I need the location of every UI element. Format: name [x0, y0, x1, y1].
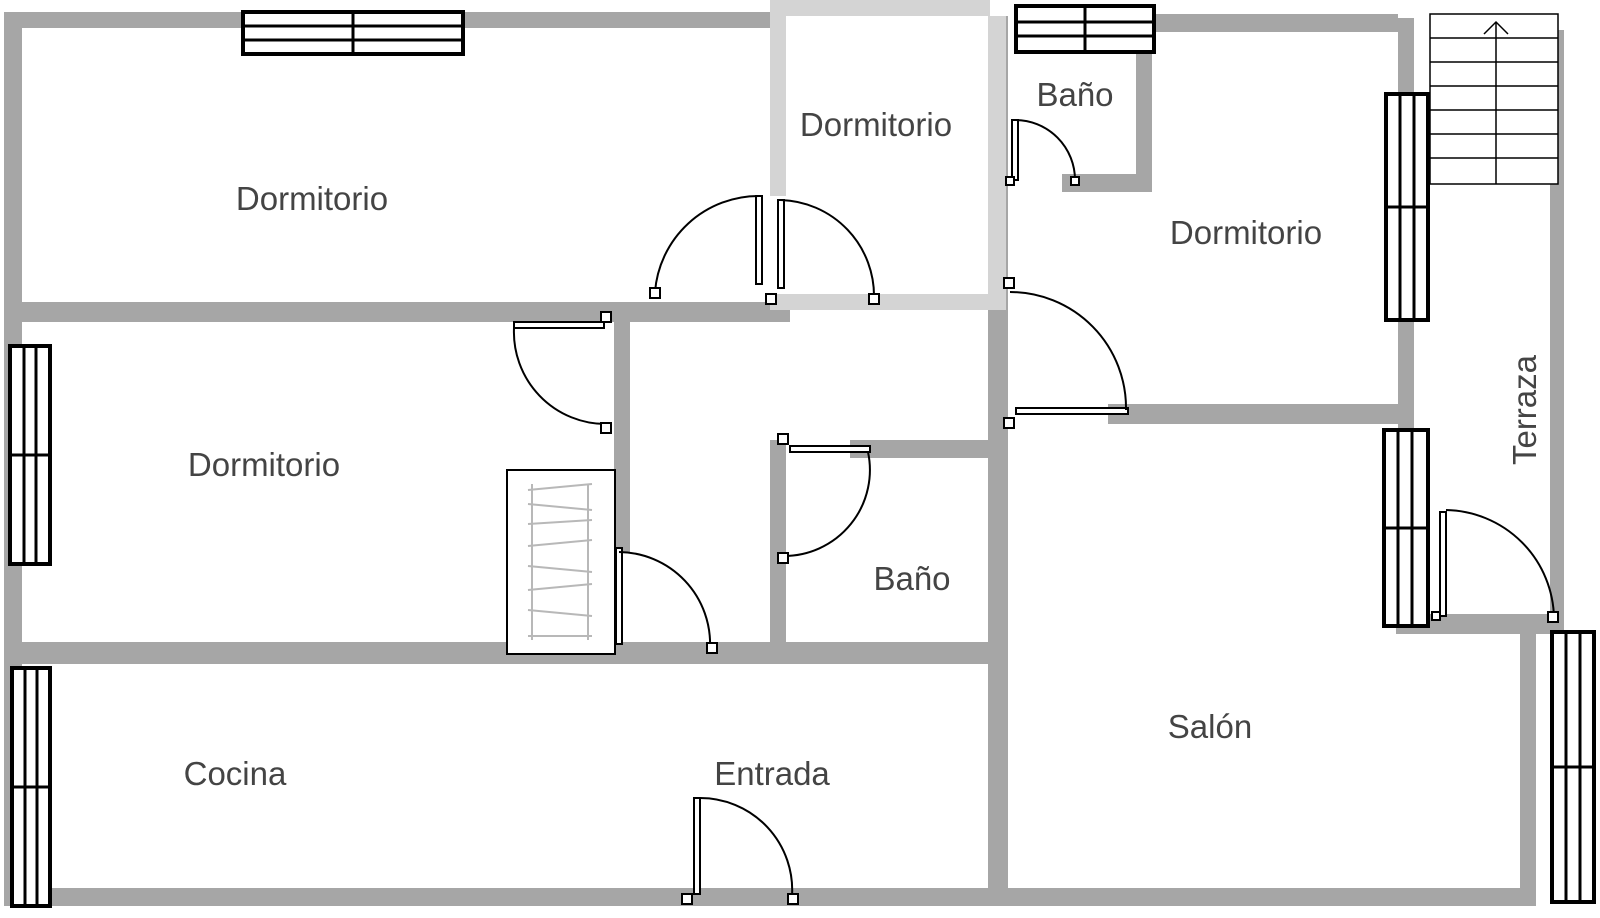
- door-icon: [512, 311, 612, 434]
- wall-h-bath1-bottom: [1062, 174, 1152, 192]
- room-label-entrada: Entrada: [714, 755, 830, 792]
- wall-h-bedrooms: [4, 302, 790, 322]
- wall-h-bed4-bottom: [1108, 404, 1406, 424]
- wall-v-bath1-right: [1136, 16, 1152, 192]
- window-icon: [10, 666, 52, 908]
- window-icon: [1384, 92, 1430, 322]
- room-label-terraza: Terraza: [1506, 354, 1543, 465]
- wall-v-bath2-left: [770, 440, 786, 652]
- door-icon: [1431, 509, 1559, 623]
- wall-light-left: [770, 0, 786, 196]
- window-icon: [1382, 428, 1430, 628]
- wall-bottom: [4, 888, 1536, 906]
- door-icon: [649, 194, 763, 299]
- room-label-salon: Salón: [1168, 708, 1252, 745]
- room-label-dormitorio-4: Dormitorio: [188, 446, 340, 483]
- room-label-dormitorio-3: Dormitorio: [1170, 214, 1322, 251]
- door-icon: [615, 547, 718, 654]
- room-label-cocina: Cocina: [184, 755, 287, 792]
- wall-v-hall-left: [614, 318, 630, 552]
- wall-h-bath2-top: [850, 440, 992, 458]
- stairs-icon: [1429, 13, 1559, 185]
- window-icon: [241, 10, 465, 56]
- wall-right-salon: [1520, 618, 1536, 906]
- door-icon: [777, 433, 871, 564]
- window-icon: [8, 344, 52, 566]
- room-label-bano-1: Baño: [1036, 76, 1113, 113]
- door-icon: [681, 796, 799, 905]
- doors: [512, 119, 1559, 905]
- door-icon: [765, 199, 880, 305]
- wall-light-top: [770, 0, 990, 16]
- door-icon: [1003, 277, 1129, 429]
- wall-light-bottom: [770, 294, 1006, 310]
- door-icon: [1005, 119, 1080, 186]
- room-label-dormitorio-1: Dormitorio: [236, 180, 388, 217]
- room-labels: Dormitorio Dormitorio Dormitorio Dormito…: [184, 76, 1543, 792]
- wall-h-kitchen: [4, 642, 992, 664]
- window-icon: [1550, 630, 1596, 904]
- wardrobe-icon: [506, 469, 616, 655]
- wall-top-right: [1140, 14, 1398, 32]
- wall-light-right: [988, 16, 1006, 300]
- walls: [4, 0, 1564, 906]
- room-label-dormitorio-2: Dormitorio: [800, 106, 952, 143]
- window-icon: [1014, 4, 1156, 54]
- room-label-bano-2: Baño: [873, 560, 950, 597]
- windows: [8, 4, 1596, 908]
